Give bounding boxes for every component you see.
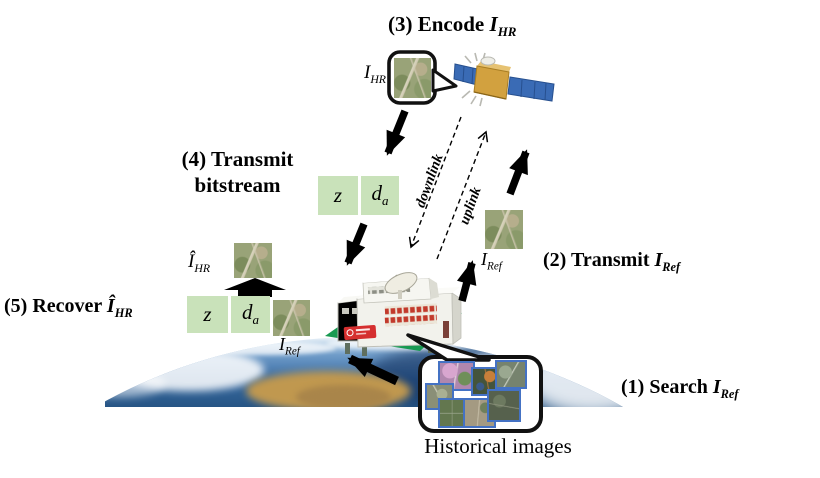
station-windows-row (384, 314, 438, 327)
iref-label-left: IRef (279, 334, 300, 358)
iref-var: I (481, 249, 487, 269)
annex-window (342, 308, 349, 314)
historical-thumbnail (487, 389, 521, 422)
arrow-bitstream-to-station (344, 222, 368, 266)
step5-var: Î (106, 295, 115, 317)
historical-thumbnail (495, 360, 527, 389)
station-leg (345, 343, 350, 354)
historical-thumbnail (438, 398, 467, 428)
step4-label: (4) Transmit bitstream (150, 146, 325, 198)
z-label: z (203, 302, 212, 326)
ihr-hat-var: Î (188, 251, 195, 272)
d-label: d (241, 300, 253, 325)
ihr-hat-label: ÎHR (188, 251, 210, 276)
step3-sub: HR (497, 24, 517, 40)
iref-thumbnail-left (273, 300, 310, 336)
arrow-satellite-to-bitstream (384, 109, 409, 156)
iref-label-right: IRef (481, 249, 502, 273)
step2-sub: Ref (662, 260, 681, 274)
z-label: z (333, 183, 343, 207)
bubble-tail (406, 333, 491, 362)
ihr-thumbnail (394, 58, 431, 98)
iref-var: I (279, 334, 285, 354)
d-sub: a (252, 312, 259, 328)
earth-landmass-tan (296, 385, 391, 407)
step3-prefix: (3) Encode (388, 12, 490, 36)
station-main-side (451, 292, 462, 345)
historical-thumbnail (463, 398, 496, 428)
satellite-antennas (461, 52, 486, 107)
downlink-dashed-arrow (408, 116, 462, 249)
d-label: d (371, 181, 382, 206)
latent-da-box-transmit: da (361, 176, 399, 215)
satellite-icon (453, 52, 555, 107)
arrow-iref-to-satellite (506, 149, 530, 196)
station-penthouse-side (429, 278, 439, 299)
station-leg (362, 346, 367, 356)
historical-text: Historical images (424, 434, 572, 458)
ihr-hat-thumbnail (234, 243, 272, 278)
step4-line1: (4) Transmit (181, 147, 294, 171)
arrow-historical-to-station (347, 354, 399, 386)
step2-label: (2) Transmit IRef (543, 249, 680, 275)
latent-da-box-recover: da (231, 296, 270, 333)
step1-sub: Ref (720, 387, 739, 401)
bubble-tail (431, 68, 458, 93)
step3-label: (3) Encode IHR (388, 12, 517, 40)
historical-images-caption: Historical images (398, 434, 598, 459)
annex-window (352, 308, 359, 314)
iref-thumbnail-right (485, 210, 523, 249)
latent-z-box-transmit: z (318, 176, 358, 215)
dish-mast (398, 290, 402, 299)
step5-sub: HR (114, 306, 133, 320)
step1-label: (1) Search IRef (621, 376, 739, 402)
ground-station-icon (325, 272, 462, 356)
step1-var: I (712, 376, 721, 398)
satellite-dish-icon (384, 272, 418, 294)
latent-z-box-recover: z (187, 296, 228, 333)
earth-cloud (186, 341, 336, 355)
step5-prefix: (5) Recover (4, 295, 107, 317)
iref-sub: Ref (285, 345, 300, 358)
step1-prefix: (1) Search (621, 376, 713, 398)
iref-sub: Ref (487, 260, 502, 273)
station-banner (343, 325, 377, 340)
ihr-var: I (363, 62, 371, 83)
arrow-recover-up (224, 278, 286, 297)
step4-line2: bitstream (194, 173, 281, 197)
ihr-sub: HR (370, 72, 386, 86)
uplink-dashed-arrow (436, 130, 489, 260)
station-windows-row (384, 303, 438, 316)
step5-label: (5) Recover ÎHR (4, 295, 133, 321)
ihr-hat-sub: HR (194, 261, 211, 275)
station-door (443, 321, 449, 338)
d-sub: a (381, 193, 389, 209)
ihr-label: IHR (330, 62, 386, 87)
step3-var: I (489, 12, 498, 36)
arrow-station-to-iref (456, 260, 477, 302)
step2-var: I (654, 249, 663, 271)
step2-prefix: (2) Transmit (543, 249, 655, 271)
historical-thumbnail (438, 361, 475, 391)
